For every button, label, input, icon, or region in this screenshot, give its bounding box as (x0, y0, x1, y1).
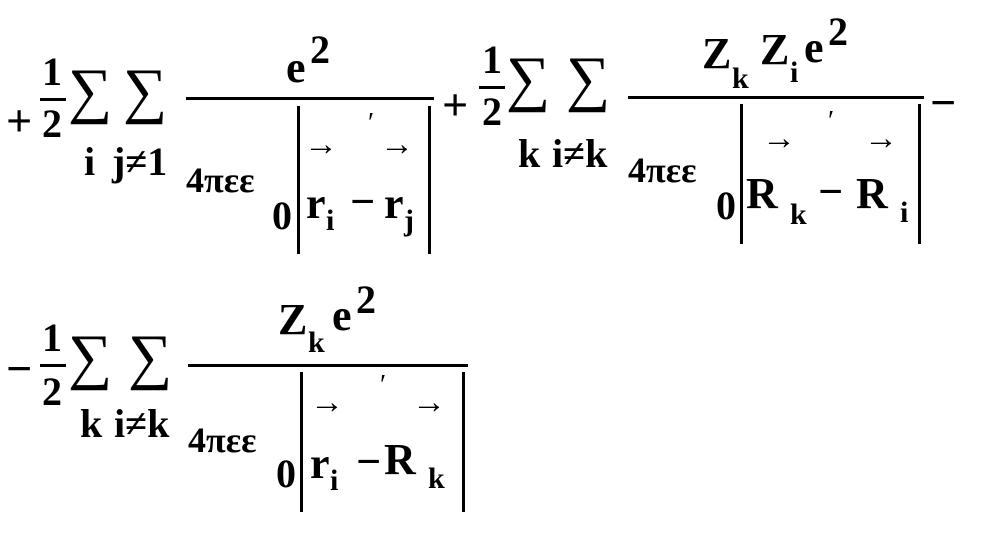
term2-vec-b: R (856, 169, 888, 218)
term3-half-bar (40, 364, 66, 367)
term1-abs-right (428, 106, 431, 254)
term2-abs-left (740, 104, 743, 244)
term2-sum-symbol-1: ∑ (506, 45, 551, 113)
term2-trailing-sign: − (930, 77, 957, 128)
term1-sum1-index: i (84, 139, 96, 184)
term2-num-z1-sub: k (732, 62, 749, 95)
term2-minus: − (818, 167, 844, 216)
term1-vec-b: r (384, 179, 404, 228)
term3-minus: − (356, 437, 382, 486)
term2-sum1-index: k (518, 131, 541, 176)
term2-denominator-prefix: 4πεε (628, 150, 697, 190)
term1-vec-a: r (306, 179, 326, 228)
term2-fraction-bar (628, 96, 924, 99)
term3-sum1-index: k (80, 401, 103, 446)
term3-denominator-prefix: 4πεε (188, 420, 257, 460)
term3-abs-left (300, 372, 303, 512)
term2-half-denominator: 2 (482, 89, 502, 134)
term2-denominator-sub: 0 (716, 183, 736, 228)
term3-fraction-bar (188, 364, 468, 367)
term1-sum2-index: j≠1 (112, 139, 168, 184)
term2-numerator-exp: 2 (828, 9, 848, 54)
term1-denominator-sub: 0 (272, 193, 292, 238)
term1-sum-symbol-2: ∑ (123, 57, 168, 125)
term3-vec-a-sub: i (330, 464, 339, 497)
term3-numerator-exp: 2 (356, 277, 376, 322)
term2-arrow-b: → (864, 120, 898, 157)
term2-num-z2: Z (760, 25, 790, 74)
term3-sum-symbol-1: ∑ (68, 323, 113, 391)
term3-arrow-a: → (310, 384, 344, 421)
term3-half-numerator: 1 (42, 315, 62, 360)
term3-denominator-sub: 0 (276, 451, 296, 496)
term2-sum-symbol-2: ∑ (566, 45, 611, 113)
term2-num-z1: Z (702, 29, 732, 78)
term3-prime: ′ (380, 370, 387, 401)
term1-minus: − (350, 177, 376, 226)
term2-arrow-a: → (762, 120, 796, 157)
term2-sign: + (442, 79, 469, 130)
term1-half-numerator: 1 (42, 49, 62, 94)
term2-vec-a-sub: k (790, 198, 807, 231)
term1-arrow-a: → (304, 126, 338, 163)
term1-prime: ′ (368, 108, 375, 139)
term3-sum2-index: i≠k (114, 401, 170, 446)
term3-vec-b-sub: k (428, 462, 445, 495)
term1-vec-b-sub: j (404, 204, 414, 237)
term2-vec-a: R (746, 169, 778, 218)
term2-abs-right (918, 104, 921, 244)
term1-vec-a-sub: i (326, 204, 335, 237)
term3-numerator-e: e (332, 291, 352, 340)
term3-half-denominator: 2 (42, 369, 62, 414)
term2-half-numerator: 1 (482, 37, 502, 82)
term1-arrow-b: → (380, 126, 414, 163)
term3-abs-right (462, 372, 465, 512)
term2-numerator-e: e (804, 23, 824, 72)
term2-num-z2-sub: i (790, 56, 799, 89)
term2-prime: ′ (828, 106, 835, 137)
term2-sum2-index: i≠k (552, 131, 608, 176)
term2-vec-b-sub: i (900, 196, 909, 229)
term3-sign: − (6, 343, 33, 394)
term1-half-denominator: 2 (42, 101, 62, 146)
term2-half-bar (479, 86, 505, 89)
term1-abs-left (297, 106, 300, 254)
term3-num-z: Z (278, 295, 308, 344)
term1-numerator-exp: 2 (310, 27, 330, 72)
term1-sum-symbol-1: ∑ (68, 57, 113, 125)
term1-numerator-e: e (286, 43, 306, 92)
term3-arrow-b: → (412, 384, 446, 421)
term1-half-bar (40, 98, 66, 101)
term1-sign: + (6, 95, 33, 146)
term3-vec-a: r (310, 439, 330, 488)
term1-denominator-prefix: 4πεε (186, 160, 255, 200)
term3-num-z-sub: k (308, 326, 325, 359)
term1-fraction-bar (186, 97, 434, 100)
term3-vec-b: R (384, 435, 416, 484)
term3-sum-symbol-2: ∑ (128, 323, 173, 391)
